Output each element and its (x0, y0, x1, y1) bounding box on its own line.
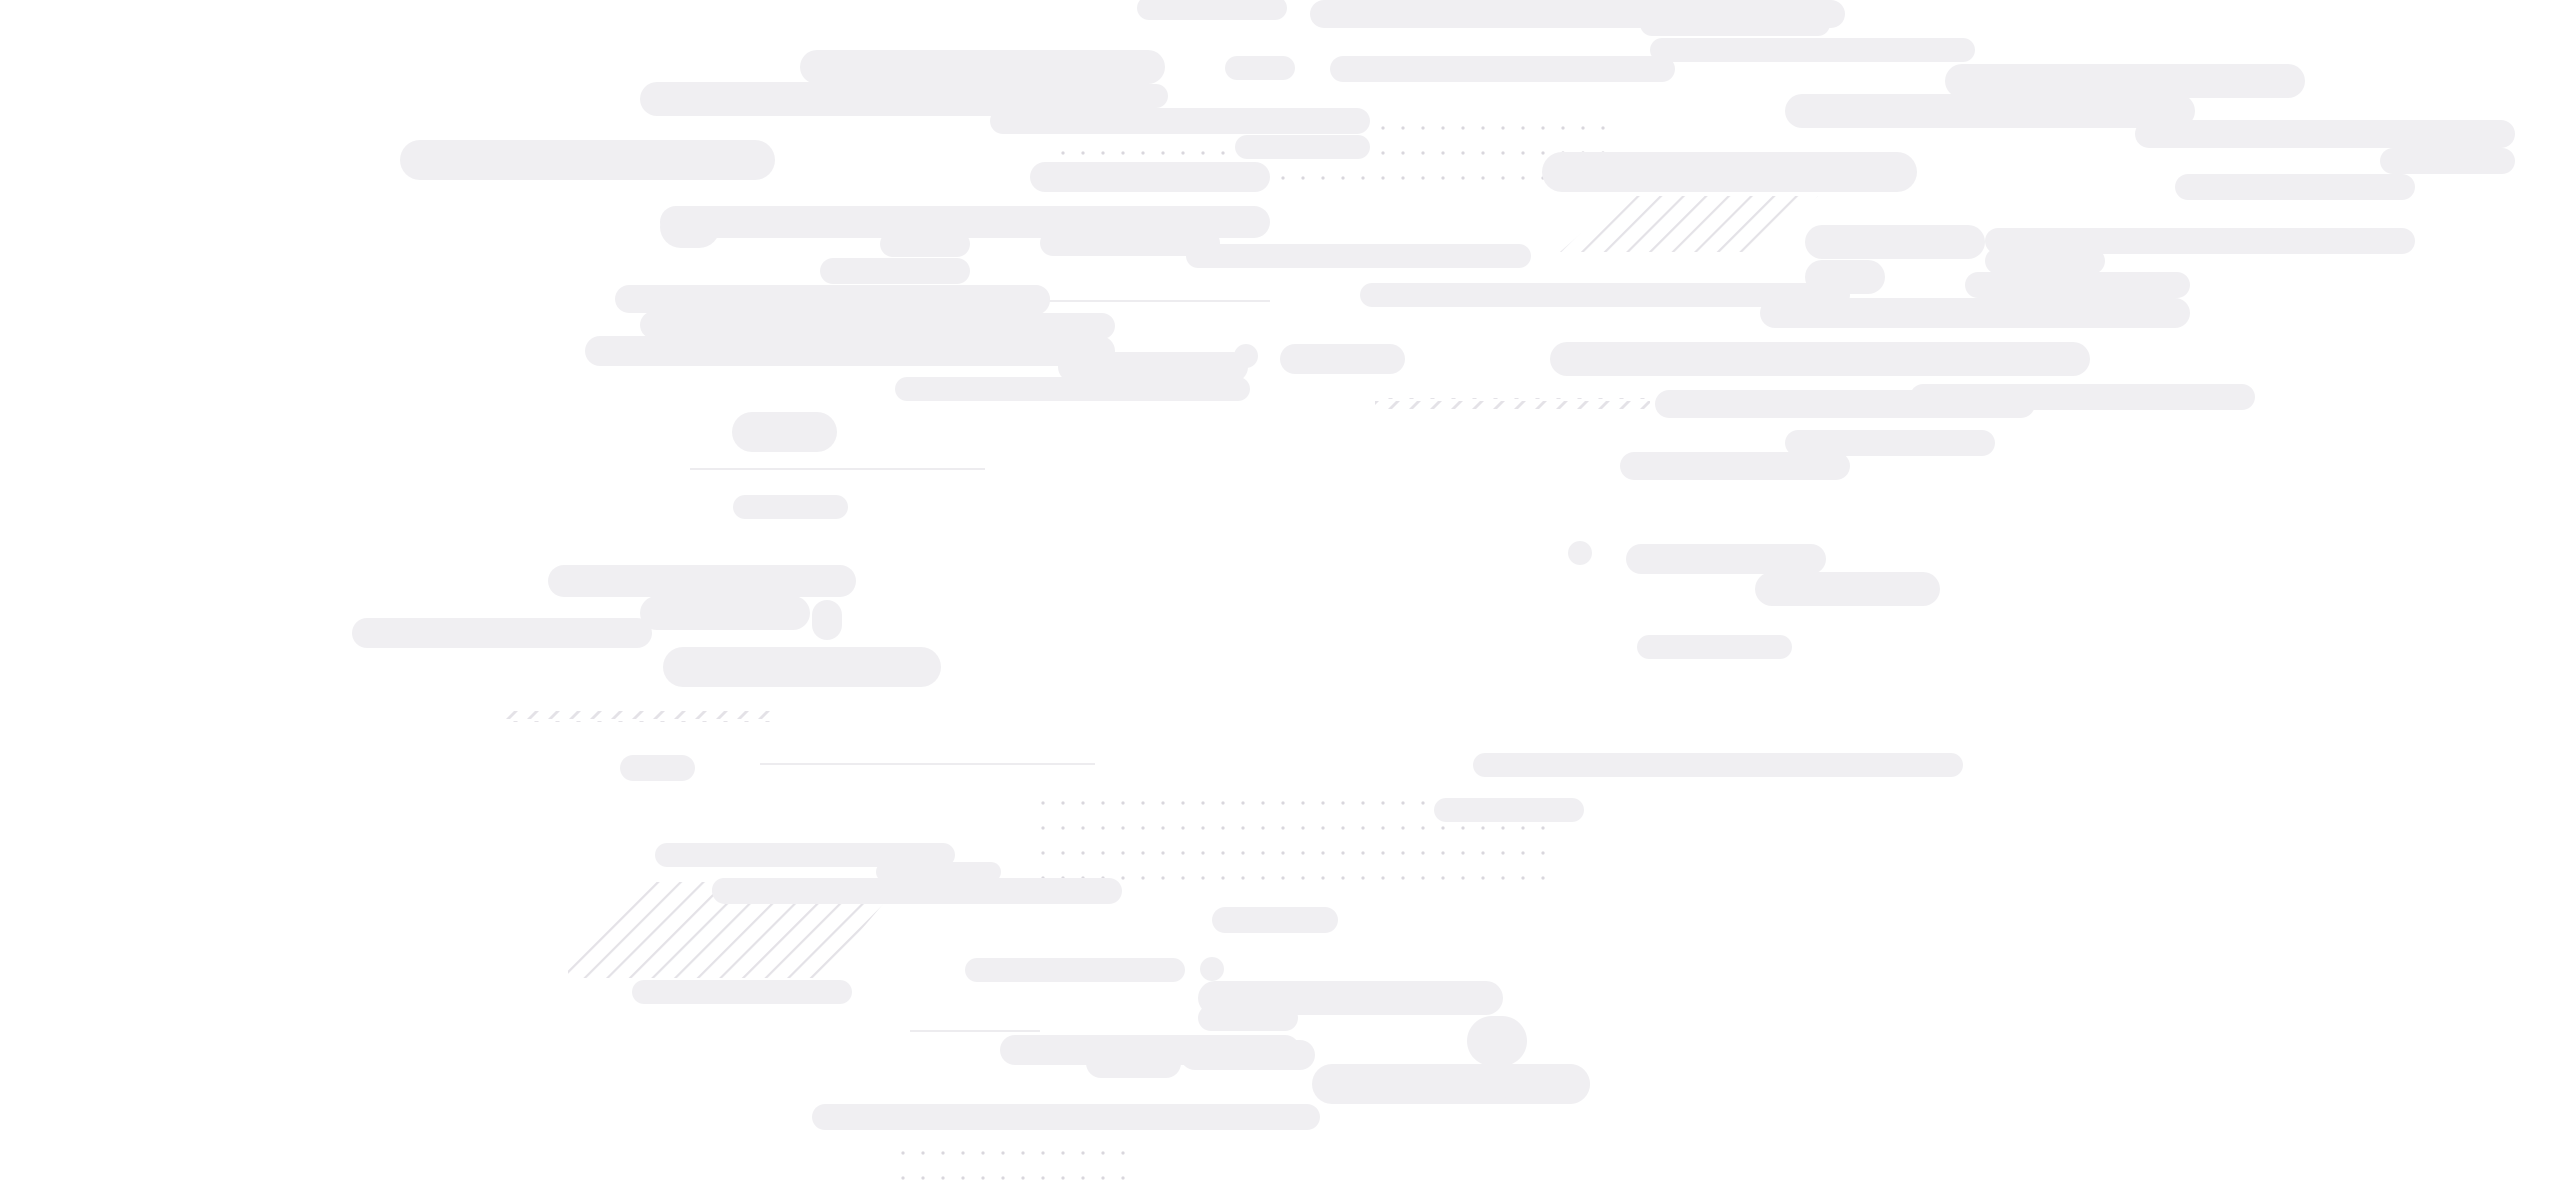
pill (1235, 135, 1370, 159)
pill (712, 878, 792, 902)
pill (1467, 1016, 1527, 1066)
pill (1755, 572, 1940, 606)
pill (640, 596, 810, 630)
pill (1198, 1005, 1298, 1031)
pill (1760, 298, 2190, 328)
pill (1550, 342, 2090, 376)
pill (585, 336, 1115, 366)
pill (990, 108, 1370, 134)
dot-circle (1200, 957, 1224, 981)
pill (1637, 635, 1792, 659)
hatch-group (505, 196, 1818, 978)
pill (876, 862, 1001, 882)
pill (655, 843, 955, 867)
hairline-group (690, 300, 1270, 1032)
pill (712, 878, 1122, 904)
pill (1280, 344, 1405, 374)
pill (1945, 64, 2305, 98)
pill (800, 50, 1165, 84)
pill (820, 258, 970, 284)
pill (965, 958, 1185, 982)
cloud-shape-group (352, 0, 2515, 1130)
pill (620, 755, 695, 781)
pill (895, 377, 1250, 401)
pill (1985, 228, 2415, 254)
pill (1225, 56, 1295, 80)
pill (1655, 390, 2035, 418)
pill (990, 84, 1168, 108)
pill (660, 206, 720, 248)
pill (732, 412, 837, 452)
pill (1785, 94, 2195, 128)
pill (1640, 12, 1830, 36)
pill (548, 565, 856, 597)
pill (1058, 352, 1248, 382)
pill (1180, 1040, 1315, 1070)
pill (1434, 798, 1584, 822)
pill (1965, 272, 2190, 298)
pill (1030, 162, 1270, 192)
hatch-block-right (1560, 196, 1818, 252)
pill (812, 1104, 1320, 1130)
dot-field-bottom (890, 1138, 1130, 1198)
pill (1086, 1048, 1181, 1078)
pill (1805, 225, 1985, 259)
pill (2135, 120, 2515, 148)
pill (1137, 0, 1287, 20)
pill (1785, 430, 1995, 456)
pill (1650, 38, 1975, 62)
pill (820, 285, 1050, 315)
pill (1473, 753, 1963, 777)
dash-row-right (1375, 398, 1650, 410)
pill (632, 980, 852, 1004)
pill (1360, 283, 1850, 307)
pill (733, 495, 848, 519)
dot-circle (1234, 344, 1258, 368)
pill (880, 231, 970, 257)
pill (352, 618, 652, 648)
dot-circle (1568, 541, 1592, 565)
pill (1330, 56, 1675, 82)
pill (663, 647, 941, 687)
pill (760, 313, 1115, 339)
pill (812, 600, 842, 640)
pill (1212, 907, 1338, 933)
pill (400, 140, 775, 180)
dash-row-left (505, 710, 770, 722)
pill (2175, 174, 2415, 200)
pill (2380, 148, 2515, 174)
pill (1626, 544, 1826, 574)
pill (640, 82, 1070, 116)
pill (1620, 452, 1850, 480)
pill (1186, 244, 1531, 268)
pill (1040, 230, 1220, 256)
pill (1500, 1064, 1590, 1104)
pill (1542, 152, 1917, 192)
hatch-block-left (568, 882, 902, 978)
pill (1985, 248, 2105, 274)
